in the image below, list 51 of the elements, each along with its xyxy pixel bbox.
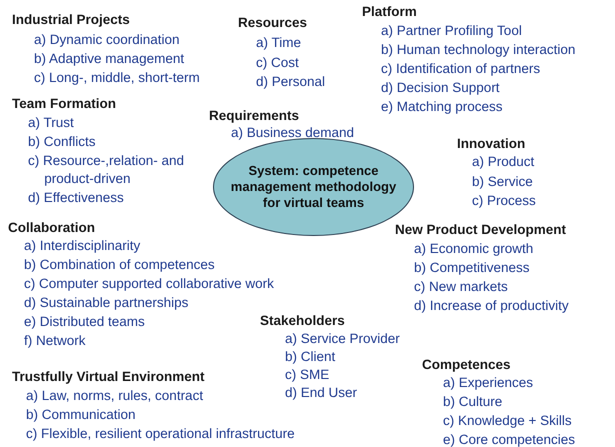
list-item: d) Increase of productivity: [414, 297, 569, 315]
list-item: d) Personal: [256, 73, 326, 91]
list-item: b) Service: [472, 172, 533, 190]
list-item: a) Business demand: [231, 124, 354, 142]
list-item: d) Sustainable partnerships: [24, 294, 188, 312]
list-item: c) SME: [285, 366, 330, 384]
list-item: b) Adaptive management: [34, 50, 184, 68]
list-item: b) Client: [285, 348, 336, 366]
section-heading: Collaboration: [8, 220, 95, 236]
list-item: c) Long-, middle, short-term: [34, 69, 200, 87]
list-item: d) End User: [285, 384, 358, 402]
list-item: a) Service Provider: [285, 330, 400, 348]
list-item: c) Identification of partners: [381, 60, 540, 78]
list-item: e) Matching process: [381, 98, 503, 116]
list-item: e) Distributed teams: [24, 313, 145, 331]
list-item: d) Effectiveness: [28, 189, 124, 207]
list-item: b) Culture: [443, 393, 502, 411]
section-heading: Stakeholders: [260, 313, 345, 329]
list-item: d) Decision Support: [381, 79, 500, 97]
list-item: b) Human technology interaction: [381, 41, 576, 59]
list-item: c) New markets: [414, 278, 508, 296]
list-item: c) Process: [472, 192, 536, 210]
list-item: a) Dynamic coordination: [34, 31, 180, 49]
list-item: c) Knowledge + Skills: [443, 412, 572, 430]
section-heading: Industrial Projects: [12, 12, 130, 28]
node-title: System: competence management methodology for virtual teams: [230, 163, 398, 211]
list-item: c) Cost: [256, 54, 299, 72]
list-item: f) Network: [24, 332, 86, 350]
list-item: b) Combination of competences: [24, 256, 215, 274]
list-item: a) Law, norms, rules, contract: [26, 387, 204, 405]
section-heading: Trustfully Virtual Environment: [12, 369, 205, 385]
list-item: b) Conflicts: [28, 133, 96, 151]
section-heading: Competences: [422, 357, 511, 373]
section-heading: Resources: [238, 15, 308, 31]
section-heading: Requirements: [209, 108, 300, 124]
list-item: a) Trust: [28, 114, 74, 132]
list-item: b) Communication: [26, 406, 136, 424]
list-item: a) Time: [256, 34, 302, 52]
list-item: c) Flexible, resilient operational infrastructure: [26, 425, 295, 443]
list-item: a) Partner Profiling Tool: [381, 22, 522, 40]
section-heading: Platform: [362, 4, 417, 20]
section-heading: New Product Development: [395, 222, 566, 238]
section-heading: Innovation: [457, 136, 526, 152]
list-item: c) Computer supported collaborative work: [24, 275, 274, 293]
list-item: a) Interdisciplinarity: [24, 237, 140, 255]
list-item: a) Product: [472, 153, 534, 171]
list-item: a) Experiences: [443, 374, 534, 392]
list-item: b) Competitiveness: [414, 259, 530, 277]
list-item: e) Core competencies: [443, 431, 576, 447]
section-heading: Team Formation: [12, 96, 116, 112]
list-item: a) Economic growth: [414, 240, 534, 258]
